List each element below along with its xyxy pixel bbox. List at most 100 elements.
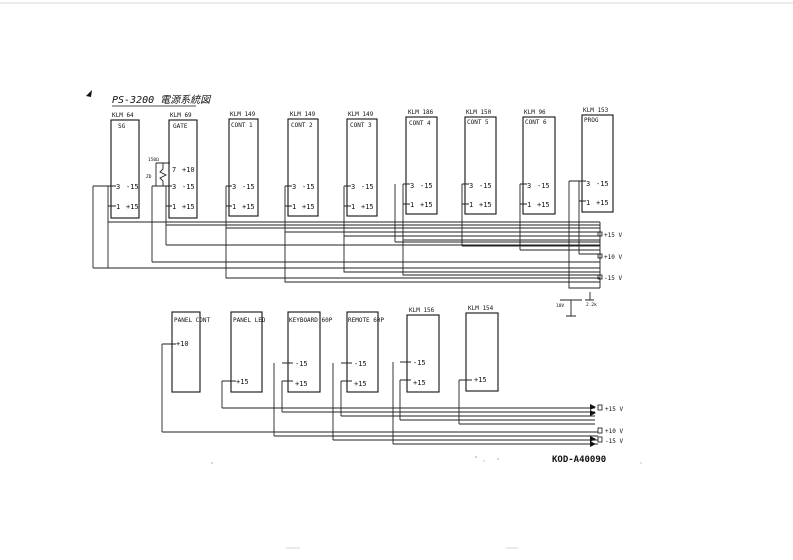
module-part: KLM 64 bbox=[112, 112, 134, 119]
top-terminals: +15 V +10 V -15 V bbox=[597, 231, 622, 282]
pin-voltage: +15 bbox=[242, 203, 255, 211]
pin-num: 1 bbox=[172, 203, 176, 211]
module-cont6: KLM 96 CONT 6 3 -15 1 +15 bbox=[522, 109, 556, 215]
bottom-drops bbox=[161, 343, 472, 444]
pin-num: 1 bbox=[232, 203, 236, 211]
bottom-bus-plus15 bbox=[222, 407, 595, 425]
scan-specks bbox=[211, 456, 642, 464]
pin-num: 3 bbox=[469, 182, 473, 190]
terminal-plus15 bbox=[597, 404, 603, 411]
module-name: CONT 1 bbox=[231, 122, 253, 129]
module-name: KEYBOARD 60P bbox=[289, 317, 333, 324]
document-number: KOD-A40090 bbox=[552, 455, 606, 465]
bottom-bus-minus15 bbox=[274, 435, 598, 445]
module-box bbox=[406, 314, 440, 393]
terminal-label-plus10: +10 V bbox=[604, 254, 622, 261]
module-panel-led: PANEL LED +15 bbox=[230, 311, 266, 393]
terminal-plus10 bbox=[597, 253, 603, 259]
pin-voltage: -15 bbox=[354, 360, 367, 368]
pin-num: 3 bbox=[351, 183, 355, 191]
terminal-label-plus15: +15 V bbox=[605, 406, 623, 413]
pin-voltage: -15 bbox=[420, 182, 433, 190]
module-sg: KLM 64 SG 3 -15 1 +15 bbox=[110, 112, 140, 219]
gate-resistor-wire bbox=[155, 162, 170, 186]
pin-voltage: -15 bbox=[302, 183, 315, 191]
diagram-title: PS-3200 電源系統図 bbox=[112, 94, 212, 106]
regulator-note: 2.2k bbox=[586, 302, 597, 308]
pin-voltage: -15 bbox=[295, 360, 308, 368]
module-name: PROG bbox=[584, 117, 599, 124]
module-box bbox=[346, 311, 379, 393]
bottom-module-row: PANEL CONT +10 PANEL LED +15 KEYBOARD 60… bbox=[171, 305, 499, 393]
module-box bbox=[346, 118, 378, 217]
resistor-label: 150Ω bbox=[148, 157, 159, 163]
diode-label: ZD bbox=[146, 174, 152, 180]
module-box bbox=[405, 116, 438, 215]
pin-voltage: +15 bbox=[474, 376, 487, 384]
pin-num: 1 bbox=[292, 203, 296, 211]
terminal-plus15 bbox=[597, 231, 603, 237]
pin-stubs bbox=[108, 180, 586, 207]
pin-voltage: +15 bbox=[537, 201, 550, 209]
terminal-label-minus15: -15 V bbox=[604, 275, 622, 282]
pin-num: 3 bbox=[527, 182, 531, 190]
pin-num: 3 bbox=[116, 183, 120, 191]
terminal-minus15 bbox=[597, 274, 603, 280]
module-name: GATE bbox=[173, 123, 188, 130]
pin-voltage: +15 bbox=[413, 379, 426, 387]
module-keyboard: KEYBOARD 60P -15 +15 bbox=[287, 311, 333, 393]
terminal-plus10 bbox=[597, 427, 603, 434]
module-box bbox=[581, 114, 614, 213]
pin-num: 3 bbox=[586, 180, 590, 188]
terminal-label-plus15: +15 V bbox=[604, 232, 622, 239]
pin-voltage: -15 bbox=[126, 183, 139, 191]
module-name: PANEL CONT bbox=[174, 317, 211, 324]
module-cont5: KLM 150 CONT 5 3 -15 1 +15 bbox=[464, 109, 497, 215]
module-box bbox=[110, 119, 140, 219]
module-name: SG bbox=[118, 123, 126, 130]
module-name: REMOTE 60P bbox=[348, 317, 385, 324]
regulator-note2: 10V bbox=[556, 303, 564, 309]
pin-num: 1 bbox=[586, 199, 590, 207]
module-panel-cont: PANEL CONT +10 bbox=[171, 311, 211, 393]
module-part: KLM 96 bbox=[524, 109, 546, 116]
module-box bbox=[171, 311, 201, 393]
pin-num: 7 bbox=[172, 166, 176, 174]
module-name: CONT 3 bbox=[350, 122, 372, 129]
pin-voltage: -15 bbox=[182, 183, 195, 191]
pin-voltage: +15 bbox=[302, 203, 315, 211]
module-name: CONT 6 bbox=[525, 119, 547, 126]
module-cont1: KLM 149 CONT 1 3 -15 1 +15 bbox=[228, 111, 259, 217]
pin-voltage: +15 bbox=[182, 203, 195, 211]
module-gate: KLM 69 GATE 7 +10 3 -15 1 +15 bbox=[168, 112, 198, 219]
module-part: KLM 153 bbox=[583, 107, 609, 114]
pin-num: 1 bbox=[527, 201, 531, 209]
pin-voltage: +15 bbox=[126, 203, 139, 211]
pin-voltage: +15 bbox=[596, 199, 609, 207]
diode-markers bbox=[590, 404, 596, 447]
pin-voltage: +15 bbox=[361, 203, 374, 211]
module-cont4: KLM 186 CONT 4 3 -15 1 +15 bbox=[405, 109, 438, 215]
module-box bbox=[287, 311, 321, 393]
module-part: KLM 154 bbox=[468, 305, 494, 312]
pin-voltage: +15 bbox=[236, 378, 249, 386]
gate-regulator-detail: 150Ω ZD bbox=[146, 157, 170, 186]
module-part: KLM 149 bbox=[230, 111, 256, 118]
regulator-wire bbox=[560, 292, 594, 317]
module-name: CONT 4 bbox=[409, 120, 431, 127]
terminal-label-minus15: -15 V bbox=[605, 438, 623, 445]
top-module-row: KLM 64 SG 3 -15 1 +15 KLM 69 GATE 7 +10 … bbox=[110, 107, 614, 219]
bottom-wiring bbox=[161, 343, 598, 447]
module-part: KLM 150 bbox=[466, 109, 492, 116]
module-box bbox=[522, 116, 556, 215]
module-name: CONT 5 bbox=[467, 119, 489, 126]
module-prog: KLM 153 PROG 3 -15 1 +15 bbox=[581, 107, 614, 213]
pin-num: 1 bbox=[469, 201, 473, 209]
corner-mark bbox=[86, 90, 92, 97]
module-box bbox=[464, 116, 497, 215]
bottom-terminals: +15 V +10 V -15 V bbox=[597, 404, 623, 445]
pin-voltage: +15 bbox=[420, 201, 433, 209]
pin-voltage: -15 bbox=[537, 182, 550, 190]
pin-voltage: -15 bbox=[242, 183, 255, 191]
